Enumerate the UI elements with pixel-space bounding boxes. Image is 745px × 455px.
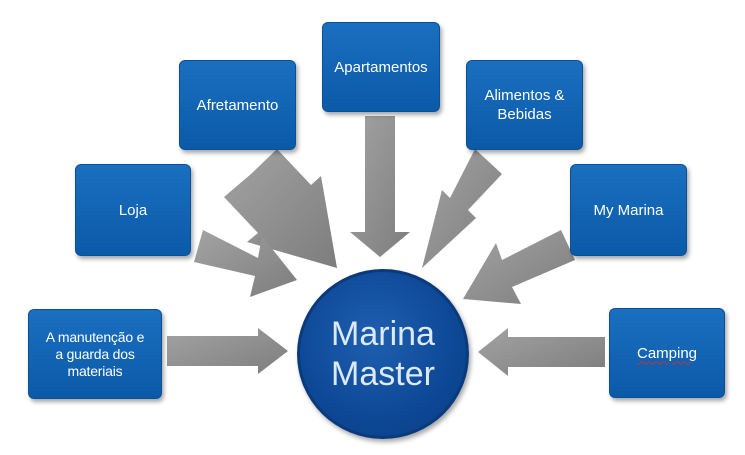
arrow-from-alimentos — [422, 149, 502, 268]
node-manutencao-line: A manutenção e — [45, 328, 145, 345]
node-afretamento-label: Afretamento — [196, 96, 279, 114]
node-camping-label: Camping — [636, 344, 698, 362]
node-manutencao-line: a guarda dos — [55, 345, 135, 362]
node-alimentos-label: Alimentos & Bebidas — [484, 86, 564, 124]
node-manutencao: A manutenção e a guarda dos materiais — [28, 309, 162, 399]
hub-label-line: Master — [331, 355, 435, 393]
arrow-from-loja — [194, 230, 297, 297]
node-camping: Camping — [609, 308, 725, 398]
hub-marina-master: Marina Master — [297, 269, 469, 439]
hub-label-line: Marina — [331, 315, 435, 353]
arrow-from-camping — [478, 328, 605, 376]
node-apartamentos: Apartamentos — [322, 22, 440, 112]
hub-label: Marina Master — [331, 314, 435, 394]
node-manutencao-label: A manutenção e a guarda dos materiais — [45, 328, 145, 380]
arrow-from-my-marina — [463, 230, 575, 304]
node-my-marina: My Marina — [570, 164, 687, 256]
node-afretamento: Afretamento — [179, 60, 296, 150]
arrow-from-manutencao — [167, 328, 288, 374]
arrow-from-afretamento — [224, 149, 337, 268]
node-loja: Loja — [75, 164, 191, 256]
node-alimentos-line: Bebidas — [497, 106, 552, 123]
node-my-marina-label: My Marina — [593, 201, 664, 219]
node-alimentos-line: Alimentos & — [484, 87, 565, 104]
node-apartamentos-label: Apartamentos — [334, 59, 428, 76]
arrow-from-apartamentos — [350, 116, 410, 257]
node-manutencao-line: materiais — [67, 362, 123, 379]
node-loja-label: Loja — [118, 201, 148, 219]
node-alimentos: Alimentos & Bebidas — [466, 60, 583, 150]
